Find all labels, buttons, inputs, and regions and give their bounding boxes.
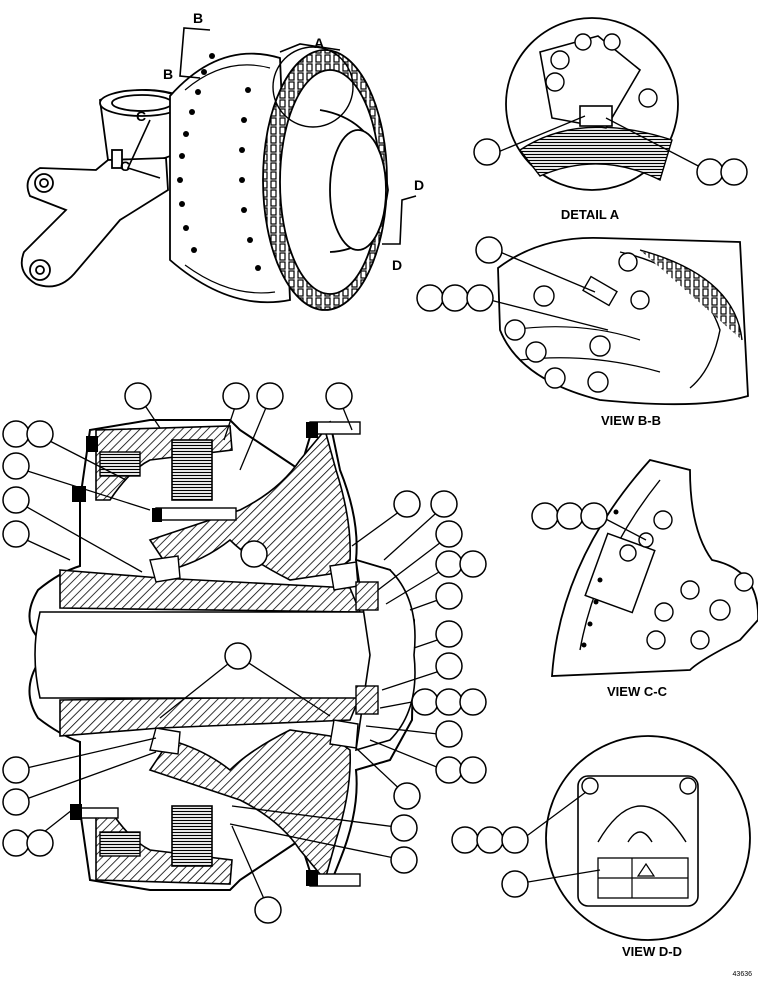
housing-bolt-upper	[155, 507, 237, 521]
callout-balloons-view-bb	[416, 236, 503, 312]
brake-disc-pack-upper	[171, 439, 213, 501]
section-letter-a: A	[314, 35, 324, 51]
callout-balloons-view-dd	[451, 826, 529, 898]
section-letter-b: B	[163, 66, 173, 82]
section-letter-c-top: C	[136, 108, 146, 124]
section-letter-c: C	[120, 158, 130, 174]
inner-bearing-upper	[149, 555, 181, 583]
section-letter-d: D	[392, 257, 402, 273]
section-letter-d-top: D	[414, 177, 424, 193]
detail-a-view	[473, 17, 748, 191]
hub-upper	[148, 428, 352, 581]
figure-code: 43636	[733, 971, 753, 978]
inner-bearing-lower	[149, 727, 181, 755]
leader-lines	[17, 397, 450, 909]
detail-a-marker	[272, 46, 354, 128]
outer-bearing-upper	[329, 561, 359, 591]
hub-lower	[148, 729, 352, 882]
callout-balloons-section	[2, 382, 487, 924]
brake-housing	[169, 52, 291, 304]
isometric-assembly	[20, 46, 389, 311]
detail-a-title: DETAIL A	[561, 207, 620, 222]
callout-balloons-view-cc	[531, 502, 608, 530]
callout-balloons-detail-a	[473, 138, 748, 186]
view-bb	[416, 236, 749, 406]
section-indicators	[126, 27, 417, 245]
section-letter-b-top: B	[193, 10, 203, 26]
outer-bearing-lower	[329, 719, 359, 749]
view-dd-title: VIEW D-D	[622, 944, 682, 959]
view-cc-title: VIEW C-C	[607, 684, 668, 699]
bolt-row	[177, 53, 261, 271]
view-bb-title: VIEW B-B	[601, 413, 661, 428]
cross-section-view	[28, 419, 416, 891]
view-dd	[451, 735, 751, 941]
view-cc	[531, 458, 758, 677]
brake-disc-pack-lower	[171, 805, 213, 867]
spindle-upper	[59, 569, 362, 613]
mounting-bracket	[20, 157, 169, 288]
